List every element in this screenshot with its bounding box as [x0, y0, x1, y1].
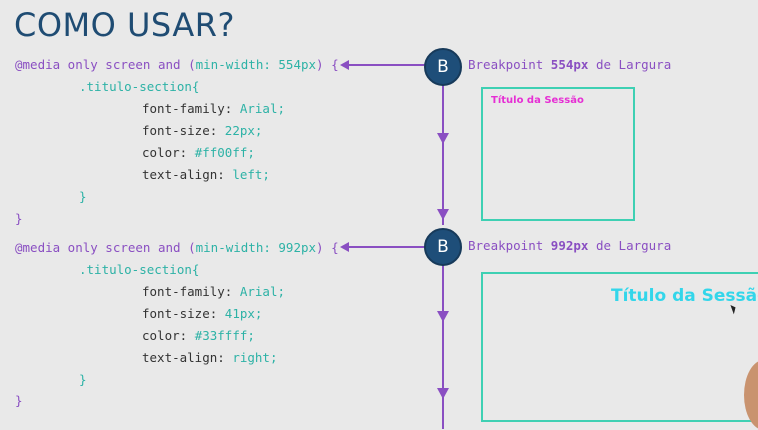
arrow-left-icon: [340, 242, 349, 252]
media-condition: min-width: 554px: [195, 57, 317, 72]
media-at: @media only screen and (: [15, 57, 196, 72]
breakpoint-label-554: Breakpoint 554px de Largura: [468, 57, 672, 72]
selector: .titulo-section{: [79, 262, 200, 277]
font-family-decl: font-family: Arial;: [142, 101, 285, 116]
connector-line: [347, 64, 427, 66]
color-decl: color: #ff00ff;: [142, 145, 255, 160]
arrow-down-icon: [437, 388, 449, 399]
arrow-down-icon: [437, 133, 449, 144]
media-condition: min-width: 992px: [195, 240, 317, 255]
arrow-left-icon: [340, 60, 349, 70]
font-size-decl: font-size: 22px;: [142, 123, 263, 138]
selector: .titulo-section{: [79, 79, 200, 94]
connector-line: [347, 246, 427, 248]
media-query-554-line: @media only screen and (min-width: 554px…: [15, 57, 339, 72]
media-at: @media only screen and (: [15, 240, 196, 255]
text-align-decl: text-align: right;: [142, 350, 278, 365]
color-decl: color: #33ffff;: [142, 328, 255, 343]
selector-close: }: [79, 189, 87, 204]
breakpoint-badge-icon: B: [424, 48, 462, 86]
preview-box-large: Título da Sessão: [481, 272, 758, 422]
media-close: }: [15, 393, 23, 408]
media-close: }: [15, 211, 23, 226]
preview-title-left: Título da Sessão: [491, 95, 584, 106]
media-open: ) {: [316, 57, 339, 72]
media-open: ) {: [316, 240, 339, 255]
presenter-video-thumbnail: [744, 360, 758, 430]
preview-title-right: Título da Sessão: [611, 286, 758, 306]
font-family-decl: font-family: Arial;: [142, 284, 285, 299]
breakpoint-label-992: Breakpoint 992px de Largura: [468, 238, 672, 253]
media-query-992-line: @media only screen and (min-width: 992px…: [15, 240, 339, 255]
timeline-line: [442, 80, 444, 225]
arrow-down-icon: [437, 209, 449, 220]
preview-box-small: Título da Sessão: [481, 87, 635, 221]
arrow-down-icon: [437, 311, 449, 322]
breakpoint-badge-icon: B: [424, 228, 462, 266]
timeline-line: [442, 262, 444, 429]
font-size-decl: font-size: 41px;: [142, 306, 263, 321]
selector-close: }: [79, 372, 87, 387]
text-align-decl: text-align: left;: [142, 167, 270, 182]
page-title: COMO USAR?: [14, 6, 235, 44]
